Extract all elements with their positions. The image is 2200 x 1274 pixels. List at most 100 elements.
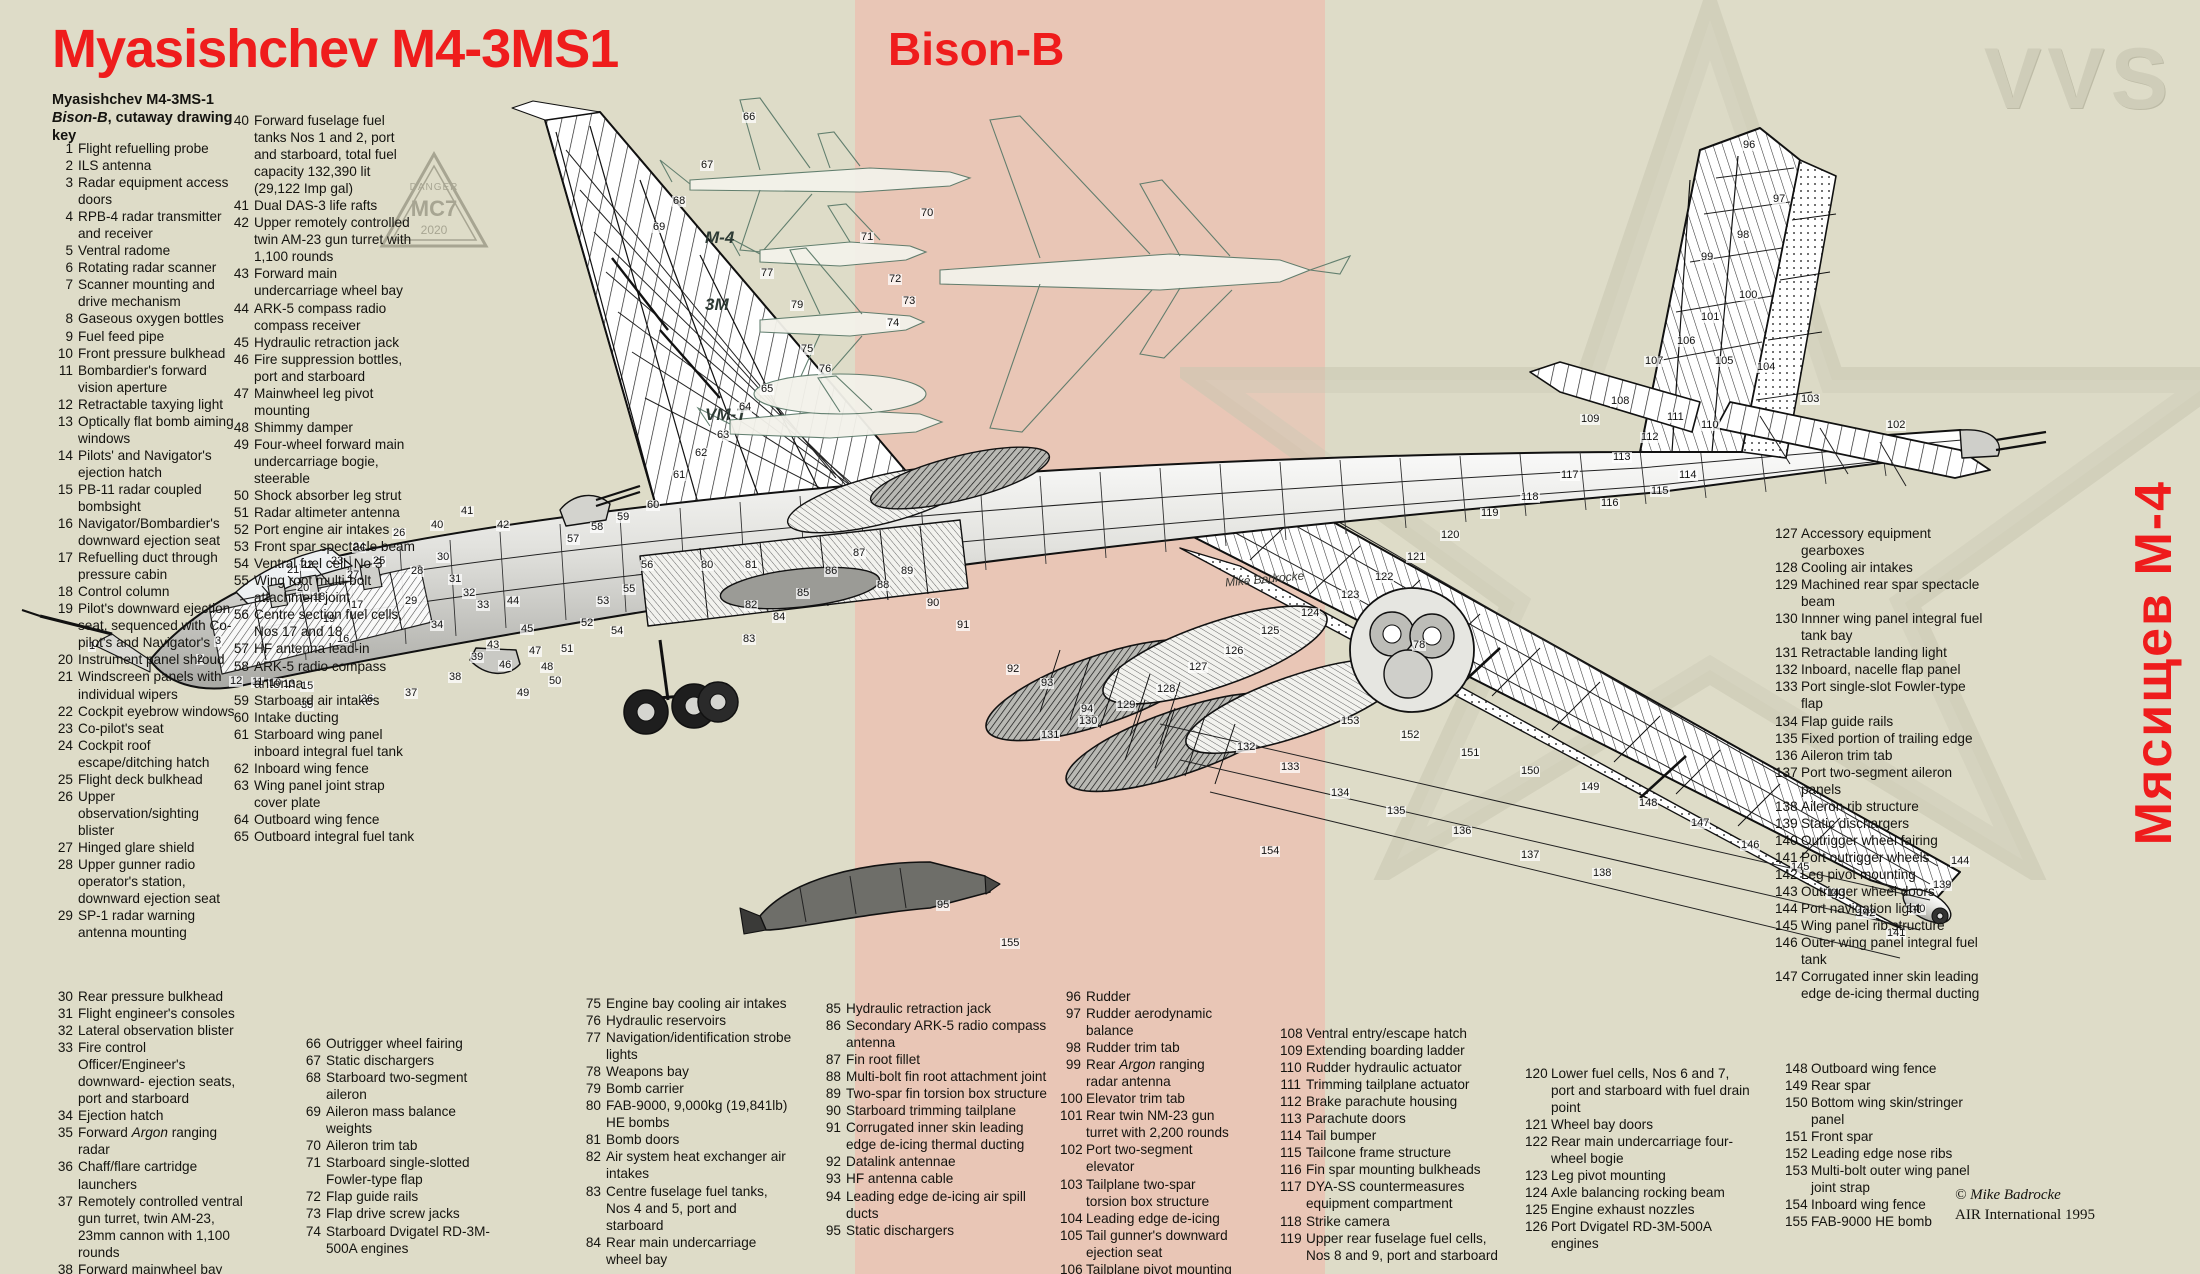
key-item-text: Forward mainwheel bay doors (78, 1261, 223, 1274)
key-item-number: 115 (1280, 1145, 1302, 1161)
key-item-number: 91 (825, 1120, 841, 1136)
key-item-number: 108 (1280, 1026, 1303, 1041)
callout-number: 26 (392, 527, 407, 539)
key-item-text: Starboard trimming tailplane (846, 1103, 1017, 1119)
key-item-text: Radar altimeter antenna (254, 505, 400, 521)
key-item-text: Fin spar mounting bulkheads (1306, 1162, 1481, 1178)
key-item-number: 80 (585, 1098, 601, 1114)
key-item-text: Inboard wing fence (1811, 1197, 1926, 1213)
key-item-text: Parachute doors (1306, 1111, 1406, 1127)
key-item-number: 53 (233, 539, 249, 555)
callout-number: 123 (1340, 589, 1361, 601)
key-item-number: 132 (1775, 662, 1798, 678)
key-item-number: 74 (305, 1223, 321, 1239)
key-item-text: Chaff/flare cartridge launchers (78, 1159, 198, 1192)
key-item-number: 85 (825, 1001, 841, 1016)
callout-number: 96 (1742, 139, 1757, 151)
key-item-number: 104 (1060, 1210, 1083, 1226)
callout-number: 115 (1650, 485, 1670, 497)
callout-number: 126 (1224, 645, 1245, 657)
key-item-number: 133 (1775, 679, 1798, 695)
key-item-text: Upper observation/sighting blister (78, 788, 199, 838)
key-item-text: Trimming tailplane actuator (1306, 1077, 1470, 1093)
key-item-number: 51 (233, 505, 249, 521)
key-item-text: Intake ducting (254, 709, 339, 725)
callout-number: 82 (744, 599, 759, 611)
key-item-text: Radar equipment access doors (78, 175, 229, 208)
callout-number: 21 (286, 564, 301, 576)
key-item-number: 135 (1775, 730, 1798, 746)
key-item-number: 16 (57, 516, 73, 532)
danger-stamp: DANGER MC7 2020 (378, 150, 490, 260)
key-item-text: Static dischargers (1801, 815, 1910, 831)
key-item-number: 29 (57, 908, 73, 924)
callout-number: 132 (1236, 741, 1257, 753)
callout-number: 137 (1520, 849, 1541, 861)
key-item-text: Upper gunner radio operator's station, d… (78, 856, 221, 907)
callout-number: 110 (1700, 419, 1720, 431)
key-item-number: 11 (58, 362, 73, 378)
key-item-number: 147 (1775, 969, 1798, 985)
callout-number: 138 (1592, 867, 1613, 879)
key-item-number: 146 (1775, 935, 1798, 951)
key-item-number: 124 (1525, 1185, 1548, 1201)
callout-number: 94 (1080, 703, 1095, 715)
key-item-number: 79 (585, 1081, 601, 1097)
callout-number: 129 (1116, 699, 1137, 711)
key-item-number: 105 (1060, 1227, 1083, 1243)
key-item-number: 153 (1785, 1163, 1808, 1179)
key-item-number: 33 (57, 1040, 73, 1056)
key-item-number: 142 (1775, 866, 1798, 882)
key-item-number: 89 (825, 1086, 841, 1102)
key-item-text: Fire control Officer/Engineer's downward… (78, 1040, 236, 1107)
variant-label-vmt: VM-T (705, 405, 747, 424)
key-item-text: Engine bay cooling air intakes (606, 996, 787, 1011)
key-item-number: 90 (825, 1103, 841, 1119)
key-item-text: Port navigation light (1801, 901, 1921, 917)
callout-number: 55 (622, 583, 637, 595)
key-item-text: Outrigger wheel fairing (326, 1036, 463, 1051)
key-item: 33 Fire control Officer/Engineer's downwa… (52, 1039, 248, 1107)
key-item-number: 40 (233, 113, 249, 128)
key-item-number: 65 (233, 828, 249, 844)
callout-number: 49 (516, 687, 531, 699)
key-item-text: Corrugated inner skin leading edge de-ic… (846, 1120, 1025, 1153)
key-item-text: Hinged glare shield (78, 839, 195, 855)
callout-number: 69 (652, 221, 667, 233)
key-item-text: Four-wheel forward main undercarriage bo… (254, 436, 405, 486)
key-item-text: Mainwheel leg pivot mounting (254, 385, 374, 418)
key-item-text: Ventral radome (78, 243, 171, 259)
key-item-number: 81 (585, 1132, 601, 1148)
key-item-text: ranging radar (78, 1125, 218, 1158)
callout-number: 130 (1078, 715, 1099, 727)
key-item-text: Inboard wing fence (254, 760, 369, 776)
key-item-number: 98 (1065, 1040, 1081, 1056)
callout-number: 59 (616, 511, 631, 523)
